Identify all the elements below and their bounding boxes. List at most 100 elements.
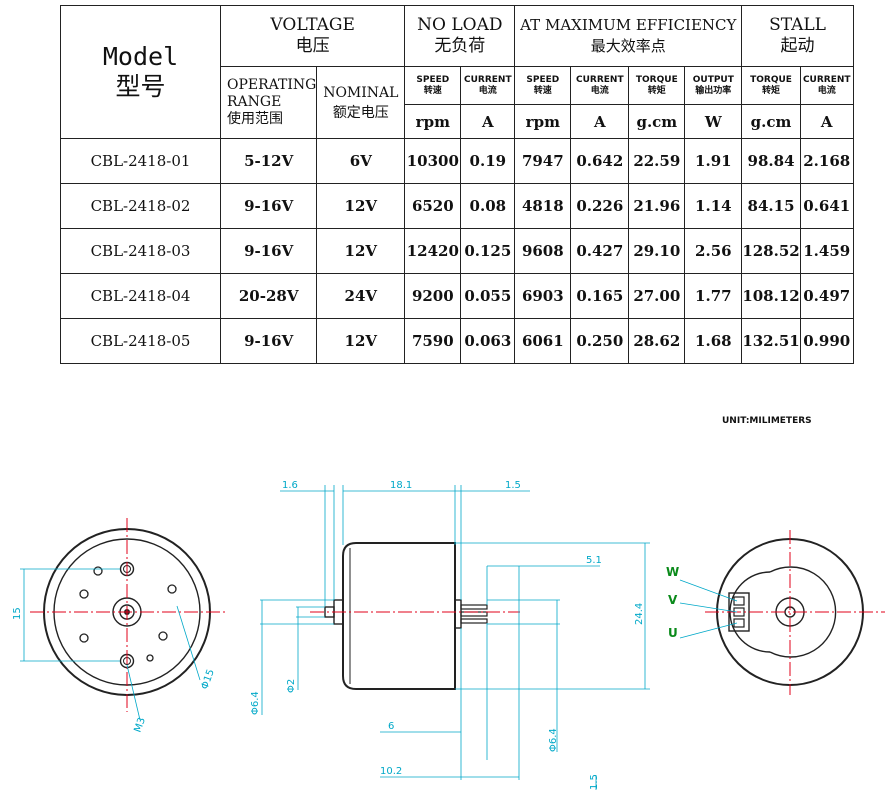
dim-phi2: Φ2 [286,679,297,693]
value-cell: 0.641 [799,183,854,229]
dim-leader [126,664,141,721]
dim-phi6-4-b: Φ6.4 [548,728,559,752]
value-cell: 20-28V [219,273,318,319]
terminal-pad-w [733,596,745,606]
max-eff-title-cn: 最大效率点 [590,37,666,55]
dim-m3: M3 [132,716,147,734]
terminal-pin [460,611,488,617]
value-cell: 12V [316,318,406,364]
vent-hole [158,631,168,641]
vent-hole [79,633,89,643]
value-cell: 6903 [514,273,572,319]
value-cell: 21.96 [628,183,686,229]
leader-w [679,579,738,602]
value-cell: 9-16V [219,318,318,364]
value-cell: 0.055 [460,273,516,319]
value-cell: 0.497 [799,273,854,319]
value-cell: 1.77 [684,273,743,319]
stall-title-cn: 起动 [780,36,815,56]
nominal-title: NOMINAL [323,84,399,101]
unit-a: A [570,104,630,139]
dim-18-1: 18.1 [390,480,412,491]
model-cell: CBL-2418-02 [60,183,221,229]
unit-gcm: g.cm [741,104,801,139]
value-cell: 6520 [404,183,462,229]
value-cell: 28.62 [628,318,686,364]
terminal-pin [460,618,488,624]
value-cell: 2.168 [799,138,854,184]
no-load-header: NO LOAD 无负荷 [404,5,516,67]
dim-1-5-b: 1.5 [589,774,600,790]
stall-header: STALL 起动 [741,5,854,67]
terminal-label-w: W [666,565,679,579]
terminal-label-u: U [668,626,678,640]
unit-a: A [799,104,854,139]
value-cell: 1.459 [799,228,854,274]
vent-hole [79,589,89,599]
value-cell: 0.165 [570,273,630,319]
nominal-header: NOMINAL 额定电压 [316,66,406,139]
terminal-label-v: V [668,593,678,607]
model-cell: CBL-2418-04 [60,273,221,319]
dim-10-2: 10.2 [380,766,402,777]
model-cell: CBL-2418-05 [60,318,221,364]
value-cell: 27.00 [628,273,686,319]
value-cell: 132.51 [741,318,801,364]
rear-view: 15 M3 Φ15 [12,518,225,734]
value-cell: 10300 [404,138,462,184]
leader-v [679,602,738,613]
dim-1-5: 1.5 [505,480,521,491]
dim-phi6-4-a: Φ6.4 [250,691,261,715]
value-cell: 0.226 [570,183,630,229]
terminal-view: W V U [666,530,885,695]
value-cell: 108.12 [741,273,801,319]
unit-gcm: g.cm [628,104,686,139]
stall-title: STALL [769,15,826,35]
nominal-cn: 额定电压 [332,104,389,121]
value-cell: 0.125 [460,228,516,274]
no-load-title-cn: 无负荷 [434,36,486,56]
value-cell: 1.68 [684,318,743,364]
operating-range-header: OPERATING RANGE 使用范围 [219,66,318,139]
motor-body [342,542,456,690]
model-header: Model [102,42,179,71]
terminal-pad-u [733,618,745,628]
voltage-title-cn: 电压 [295,36,330,56]
value-cell: 1.14 [684,183,743,229]
brush-holder-arc [769,566,837,658]
terminal-pin [460,604,488,610]
value-cell: 22.59 [628,138,686,184]
value-cell: 0.19 [460,138,516,184]
dim-phi15: Φ15 [199,668,216,691]
value-cell: 29.10 [628,228,686,274]
unit-rpm: rpm [404,104,462,139]
value-cell: 0.642 [570,138,630,184]
max-eff-title: AT MAXIMUM EFFICIENCY [520,16,737,34]
dim-6: 6 [388,721,394,732]
model-cell: CBL-2418-01 [60,138,221,184]
value-cell: 0.990 [799,318,854,364]
value-cell: 4818 [514,183,572,229]
operating-l1: OPERATING [227,77,317,93]
dim-leader [176,605,201,681]
spec-table: Model 型号 VOLTAGE 电压 NO LOAD 无负荷 AT MAXIM… [60,5,854,364]
dim-24-4: 24.4 [634,603,645,625]
dim-1-6: 1.6 [282,480,298,491]
value-cell: 6061 [514,318,572,364]
dim-5-1: 5.1 [586,555,602,566]
dim-15: 15 [12,607,23,620]
voltage-title: VOLTAGE [270,15,355,35]
value-cell: 7590 [404,318,462,364]
side-view: 1.6 18.1 1.5 24.4 5.1 Φ6.4 Φ2 6 10.2 Φ6.… [250,480,650,790]
value-cell: 5-12V [219,138,318,184]
